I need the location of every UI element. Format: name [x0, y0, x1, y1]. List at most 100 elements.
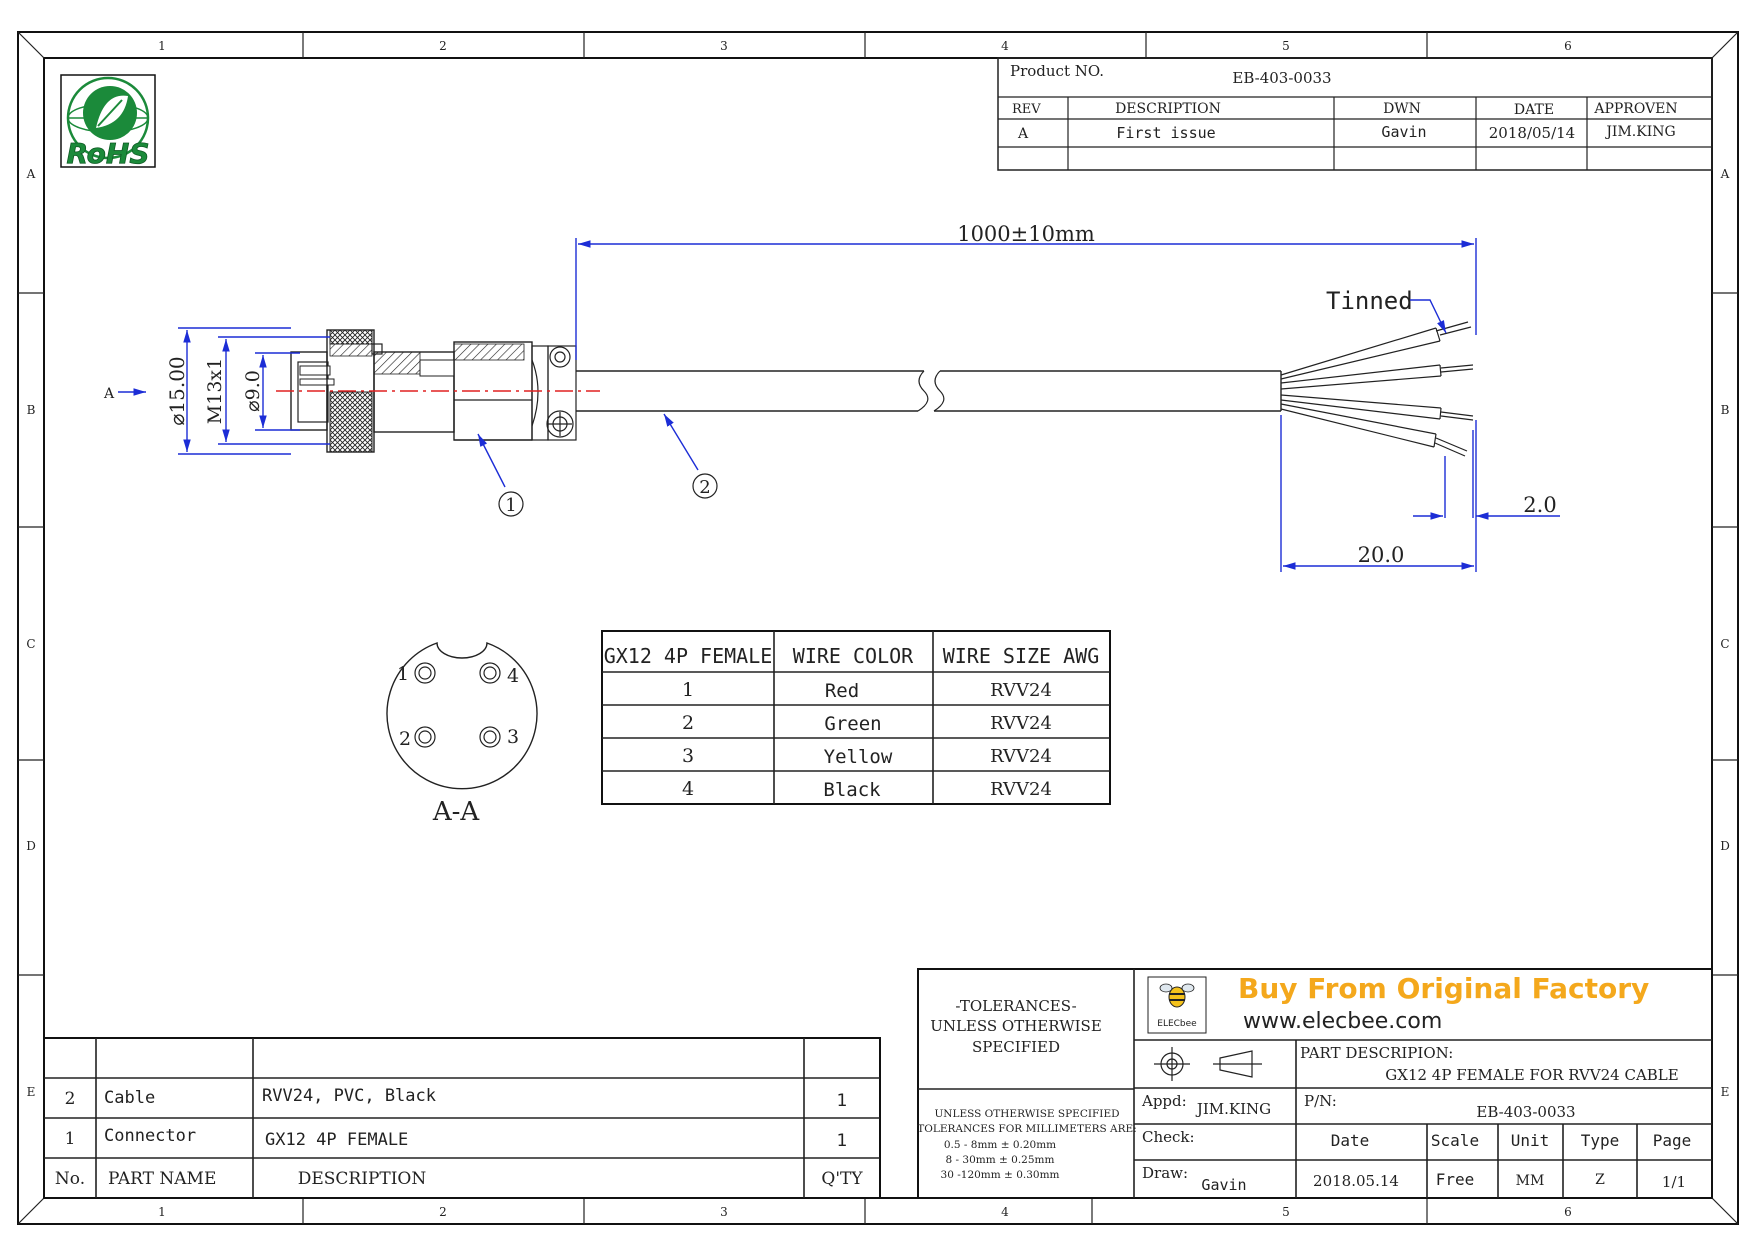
- type-value: Z: [1595, 1172, 1605, 1188]
- draw-value: Gavin: [1201, 1176, 1246, 1194]
- product-no: EB-403-0033: [1232, 69, 1331, 87]
- part-description-label: PART DESCRIPION:: [1300, 1044, 1453, 1062]
- zone-col-bottom: 6: [1564, 1205, 1572, 1219]
- part-description: GX12 4P FEMALE FOR RVV24 CABLE: [1385, 1066, 1678, 1084]
- part-balloons: 1 2: [498, 473, 718, 517]
- pin-3-label: 3: [507, 726, 519, 748]
- strip-short-dimension: 2.0: [1523, 493, 1556, 517]
- wire-table-cell: RVV24: [990, 746, 1052, 767]
- wire-table-header-color: WIRE COLOR: [793, 644, 914, 668]
- company-slogan: Buy From Original Factory: [1238, 972, 1649, 1005]
- zone-row-left: B: [27, 403, 36, 417]
- scale-header: Scale: [1431, 1131, 1479, 1150]
- thread-size: M13x1: [204, 358, 226, 424]
- connector-assembly: [290, 329, 577, 453]
- zone-col-bottom: 4: [1001, 1205, 1009, 1219]
- description-value: First issue: [1116, 124, 1215, 142]
- bom-cell: 1: [837, 1131, 848, 1151]
- wire-table-header-connector: GX12 4P FEMALE: [604, 644, 773, 668]
- zone-col-bottom: 2: [439, 1205, 447, 1219]
- wire-table: GX12 4P FEMALE WIRE COLOR WIRE SIZE AWG …: [601, 630, 1111, 805]
- balloon-2: 2: [699, 477, 710, 498]
- zone-col-top: 6: [1564, 39, 1572, 53]
- approven-header: APPROVEN: [1593, 101, 1677, 117]
- wire-table-cell: Yellow: [824, 746, 893, 768]
- drawing-frame: [17, 31, 1739, 1225]
- bill-of-materials: 2 Cable RVV24, PVC, Black 1 1 Connector …: [43, 1037, 881, 1199]
- bom-cell: 1: [65, 1129, 76, 1149]
- revision-block: Product NO. EB-403-0033 REV DESCRIPTION …: [997, 57, 1713, 171]
- zone-row-right: B: [1721, 403, 1730, 417]
- tolerance-title: SPECIFIED: [972, 1038, 1060, 1056]
- bom-header: PART NAME: [108, 1169, 216, 1189]
- zone-row-right: C: [1720, 637, 1729, 651]
- balloon-1: 1: [505, 495, 516, 516]
- outer-diameter: ⌀15.00: [165, 356, 189, 425]
- bom-cell: RVV24, PVC, Black: [262, 1086, 436, 1106]
- bom-header: No.: [55, 1169, 85, 1189]
- zone-col-bottom: 3: [720, 1205, 728, 1219]
- bom-cell: Cable: [104, 1088, 155, 1108]
- strip-long-dimension: 20.0: [1358, 543, 1405, 567]
- appd-label: Appd:: [1141, 1092, 1187, 1110]
- projection-symbol-icon: [1154, 1047, 1262, 1081]
- dwn-header: DWN: [1383, 101, 1421, 117]
- zone-col-bottom: 1: [158, 1205, 166, 1219]
- section-view-a-a: 1 2 3 4 A-A: [386, 642, 538, 827]
- rohs-text: RoHS: [66, 137, 149, 170]
- rohs-logo: RoHS: [60, 74, 156, 170]
- length-dimension: 1000±10mm: [957, 222, 1095, 246]
- description-header: DESCRIPTION: [1115, 101, 1221, 117]
- date-value: 2018/05/14: [1489, 124, 1575, 142]
- wire-table-cell: 4: [682, 778, 694, 800]
- bom-header: DESCRIPTION: [298, 1169, 427, 1189]
- stripped-wires: [1280, 321, 1474, 457]
- bom-cell: GX12 4P FEMALE: [265, 1130, 408, 1150]
- page-value: 1/1: [1662, 1173, 1686, 1191]
- check-label: Check:: [1142, 1128, 1195, 1146]
- pin-2-label: 2: [399, 728, 411, 750]
- wire-table-cell: Green: [824, 713, 881, 735]
- zone-row-left: D: [26, 839, 36, 853]
- pin-4-label: 4: [507, 665, 519, 687]
- section-label: A-A: [432, 797, 481, 827]
- pn-value: EB-403-0033: [1476, 1103, 1575, 1121]
- scale-value: Free: [1436, 1170, 1475, 1189]
- date-value: 2018.05.14: [1313, 1172, 1399, 1190]
- type-header: Type: [1581, 1131, 1620, 1150]
- wire-table-cell: 2: [682, 712, 694, 734]
- zone-col-top: 4: [1001, 39, 1009, 53]
- appd-value: JIM.KING: [1195, 1100, 1271, 1118]
- zone-row-right: D: [1720, 839, 1730, 853]
- wire-table-header-size: WIRE SIZE AWG: [943, 644, 1100, 668]
- tolerance-title: UNLESS OTHERWISE: [930, 1017, 1102, 1035]
- draw-label: Draw:: [1142, 1164, 1188, 1182]
- date-header: DATE: [1514, 102, 1554, 118]
- cable-jacket: [576, 370, 1282, 412]
- company-website: www.elecbee.com: [1243, 1009, 1442, 1034]
- tolerance-title: -TOLERANCES-: [955, 997, 1076, 1015]
- tolerance-detail: UNLESS OTHERWISE SPECIFIED: [934, 1108, 1119, 1120]
- wire-table-cell: 3: [682, 745, 694, 767]
- pin-1-label: 1: [397, 663, 409, 685]
- wire-table-cell: RVV24: [990, 680, 1052, 701]
- zone-col-top: 5: [1282, 39, 1290, 53]
- tinned-label: Tinned: [1326, 287, 1413, 315]
- rev-value: A: [1017, 126, 1029, 142]
- view-arrow-label: A: [103, 386, 115, 402]
- bom-cell: 2: [65, 1089, 76, 1109]
- zone-col-top: 2: [439, 39, 447, 53]
- elecbee-logo: ELECbee: [1147, 976, 1207, 1034]
- dimensions: 1000±10mm Tinned ⌀15.00 M13x1 ⌀9.0 A 2.0: [103, 222, 1560, 572]
- product-no-label: Product NO.: [1010, 62, 1104, 80]
- tolerance-detail: TOLERANCES FOR MILLIMETERS ARE:: [917, 1123, 1137, 1135]
- bom-cell: Connector: [104, 1126, 196, 1146]
- zone-labels: 1 2 3 4 5 6 1 2 3 4 5 6 A B C D E A B C …: [26, 39, 1730, 1219]
- zone-row-right: E: [1721, 1085, 1730, 1099]
- wire-table-cell: 1: [682, 679, 694, 701]
- inner-diameter: ⌀9.0: [242, 370, 264, 412]
- zone-col-top: 1: [158, 39, 166, 53]
- zone-row-left: C: [26, 637, 35, 651]
- tolerance-detail: 30 -120mm ± 0.30mm: [941, 1169, 1060, 1181]
